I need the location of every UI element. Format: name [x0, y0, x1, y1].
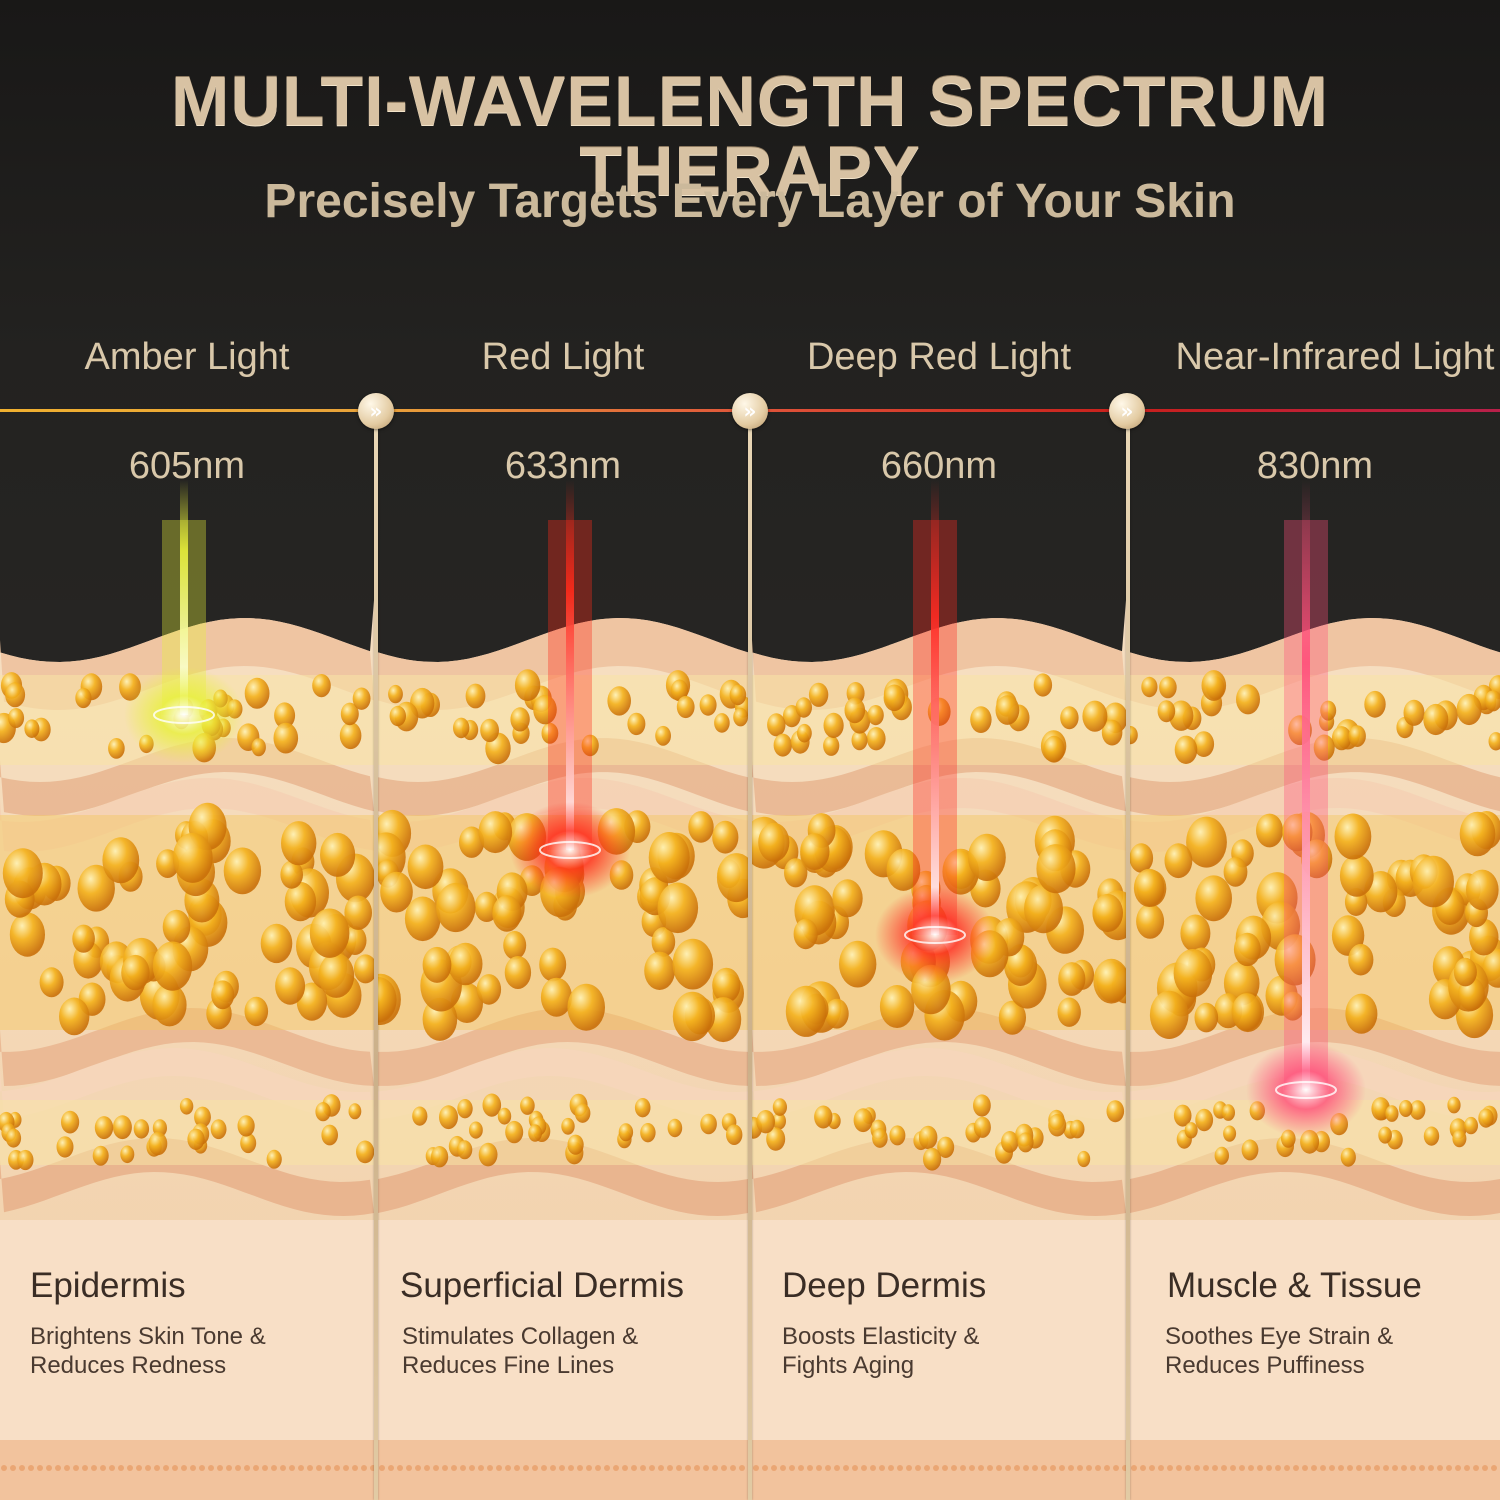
skin-layer-name: Epidermis	[30, 1266, 186, 1305]
spectrum-line-red	[376, 409, 750, 412]
wavelength-label: 633nm	[504, 445, 622, 487]
skin-layer-name: Muscle & Tissue	[1167, 1266, 1422, 1305]
wavelength-label: 660nm	[880, 445, 998, 487]
light-label: Near-Infrared Light	[1175, 336, 1495, 378]
light-label: Amber Light	[84, 336, 290, 378]
spectrum-line-near-infrared	[1126, 409, 1500, 412]
page-subtitle: Precisely Targets Every Layer of Your Sk…	[264, 175, 1236, 228]
benefit-line: Brightens Skin Tone &	[30, 1323, 266, 1350]
panel-divider	[374, 410, 378, 1500]
benefit-line: Stimulates Collagen &	[402, 1323, 639, 1350]
double-chevron-right-icon: »	[358, 393, 394, 429]
skin-layer-name: Deep Dermis	[782, 1266, 987, 1305]
panel-deep-red: Deep Red Light 660nm Deep Dermis Boosts …	[752, 0, 1126, 1500]
wavelength-label: 605nm	[128, 445, 246, 487]
light-label: Red Light	[481, 336, 645, 378]
benefit-line: Boosts Elasticity &	[782, 1323, 980, 1350]
benefit-text: Boosts Elasticity & Fights Aging	[782, 1322, 979, 1380]
panel-near-infrared: Near-Infrared Light 830nm Muscle & Tissu…	[1130, 0, 1500, 1500]
benefit-text: Stimulates Collagen & Reduces Fine Lines	[402, 1322, 638, 1380]
double-chevron-right-icon: »	[1109, 393, 1145, 429]
panel-divider	[748, 410, 752, 1500]
benefit-line: Fights Aging	[782, 1352, 915, 1379]
wavelength-label: 830nm	[1256, 445, 1374, 487]
benefit-text: Soothes Eye Strain & Reduces Puffiness	[1165, 1322, 1393, 1380]
page-title: MULTI-WAVELENGTH SPECTRUM THERAPY	[171, 62, 1329, 210]
benefit-line: Reduces Puffiness	[1165, 1352, 1365, 1379]
benefit-line: Soothes Eye Strain &	[1165, 1323, 1394, 1350]
spectrum-line-amber	[0, 409, 374, 412]
benefit-text: Brightens Skin Tone & Reduces Redness	[30, 1322, 266, 1380]
benefit-line: Reduces Redness	[30, 1352, 227, 1379]
double-chevron-right-icon: »	[732, 393, 768, 429]
panel-red: Red Light 633nm Superficial Dermis Stimu…	[378, 0, 748, 1500]
skin-layers-illustration	[752, 600, 1126, 1500]
panel-amber: Amber Light 605nm Epidermis Brightens Sk…	[0, 0, 374, 1500]
panel-divider	[1126, 410, 1130, 1500]
skin-layer-name: Superficial Dermis	[400, 1266, 684, 1305]
spectrum-line-deep-red	[750, 409, 1126, 412]
light-label: Deep Red Light	[806, 336, 1072, 378]
benefit-line: Reduces Fine Lines	[402, 1352, 615, 1379]
